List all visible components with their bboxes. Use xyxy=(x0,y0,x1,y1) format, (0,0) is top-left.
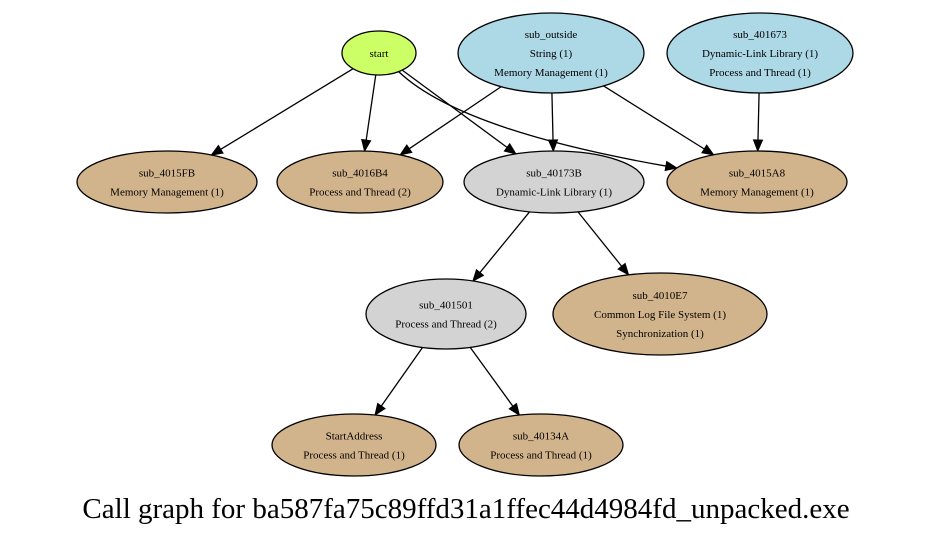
node-category: Memory Management (1) xyxy=(110,187,224,199)
edge-sub_outside-to-sub_40173B xyxy=(547,92,559,153)
arrowhead-icon xyxy=(664,160,679,172)
edge-line xyxy=(398,71,667,167)
node-category: Process and Thread (2) xyxy=(309,187,411,199)
node-ellipse xyxy=(457,12,645,94)
node-title: start xyxy=(370,48,389,60)
node-ellipse xyxy=(365,278,527,350)
arrowhead-icon xyxy=(547,139,559,153)
node-ellipse xyxy=(341,30,417,76)
node-title: sub_401501 xyxy=(419,300,473,312)
edge-sub_outside-to-sub_4016B4 xyxy=(399,86,502,156)
node-ellipse xyxy=(552,272,768,356)
node-title: sub_4015FB xyxy=(139,168,195,180)
node-category: Common Log File System (1) xyxy=(594,309,726,321)
edge-sub_401501-to-StartAddress xyxy=(374,347,424,417)
edge-line xyxy=(380,347,424,407)
edge-sub_401673-to-sub_4015A8 xyxy=(752,92,764,153)
arrowhead-icon xyxy=(701,144,715,156)
node-sub_4015FB[interactable]: sub_4015FB Memory Management (1) xyxy=(76,150,258,214)
node-category: Dynamic-Link Library (1) xyxy=(496,187,612,199)
node-ellipse xyxy=(666,12,854,94)
edge-line xyxy=(469,346,514,407)
edge-line xyxy=(551,92,554,141)
edge-line xyxy=(479,211,531,273)
node-title: StartAddress xyxy=(326,431,383,443)
node-sub_40134A[interactable]: sub_40134A Process and Thread (1) xyxy=(458,413,624,477)
edge-start-to-sub_4015A8 xyxy=(398,71,679,172)
arrowhead-icon xyxy=(361,138,372,153)
node-title: sub_4016B4 xyxy=(332,168,388,180)
node-title: sub_40134A xyxy=(513,431,569,443)
node-title: sub_40173B xyxy=(526,168,582,180)
arrowhead-icon xyxy=(472,268,485,283)
node-ellipse xyxy=(666,150,848,214)
node-category: Process and Thread (1) xyxy=(303,450,405,462)
edge-line xyxy=(365,74,377,141)
node-ellipse xyxy=(458,413,624,477)
node-category: Memory Management (1) xyxy=(700,187,814,199)
node-ellipse xyxy=(463,150,645,214)
edge-start-to-sub_40173B xyxy=(401,69,517,155)
node-category: Process and Thread (1) xyxy=(709,67,811,79)
node-title: sub_outside xyxy=(525,29,578,41)
arrowhead-icon xyxy=(617,262,630,276)
node-title: sub_4010E7 xyxy=(633,290,689,302)
edge-line xyxy=(220,68,354,150)
edge-start-to-sub_4016B4 xyxy=(361,74,377,153)
node-start[interactable]: start xyxy=(341,30,417,76)
arrowhead-icon xyxy=(210,144,224,156)
node-title: sub_401673 xyxy=(733,29,787,41)
edges-layer xyxy=(210,68,764,417)
edge-sub_40173B-to-sub_4010E7 xyxy=(577,211,630,276)
node-title: sub_4015A8 xyxy=(729,168,786,180)
arrowhead-icon xyxy=(503,142,517,155)
node-ellipse xyxy=(271,413,437,477)
arrowhead-icon xyxy=(374,402,386,417)
node-ellipse xyxy=(76,150,258,214)
node-category: Process and Thread (1) xyxy=(490,450,592,462)
node-category: Process and Thread (2) xyxy=(395,319,497,331)
edge-line xyxy=(577,211,623,267)
node-category: Memory Management (1) xyxy=(494,67,608,79)
node-sub_40173B[interactable]: sub_40173B Dynamic-Link Library (1) xyxy=(463,150,645,214)
edge-sub_401501-to-sub_40134A xyxy=(469,346,521,417)
edge-line xyxy=(757,92,760,141)
edge-start-to-sub_4015FB xyxy=(210,68,354,156)
graph-caption: Call graph for ba587fa75c89ffd31a1ffec44… xyxy=(82,493,849,525)
node-category: Synchronization (1) xyxy=(616,328,704,340)
edge-sub_40173B-to-sub_401501 xyxy=(472,211,531,283)
arrowhead-icon xyxy=(752,139,764,153)
node-category: String (1) xyxy=(530,48,573,60)
edge-line xyxy=(408,86,502,150)
edge-sub_outside-to-sub_4015A8 xyxy=(603,85,715,156)
edge-line xyxy=(401,69,508,148)
arrowhead-icon xyxy=(508,402,521,417)
node-category: Dynamic-Link Library (1) xyxy=(702,48,818,60)
arrowhead-icon xyxy=(399,144,413,156)
edge-line xyxy=(603,85,705,150)
node-ellipse xyxy=(276,150,444,214)
